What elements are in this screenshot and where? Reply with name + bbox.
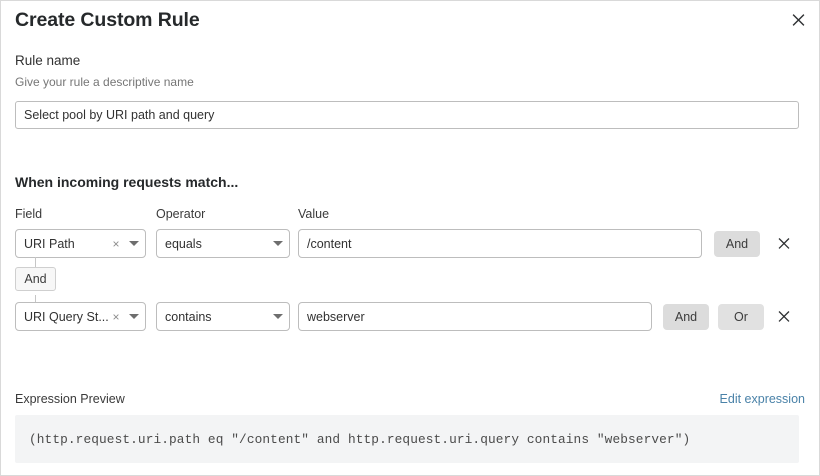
chevron-down-icon[interactable] — [123, 314, 145, 319]
match-section-heading: When incoming requests match... — [15, 174, 239, 190]
chevron-down-icon[interactable] — [123, 241, 145, 246]
rule-name-input[interactable] — [15, 101, 799, 129]
operator-select-2[interactable]: contains — [156, 302, 290, 331]
connector-and-chip[interactable]: And — [15, 267, 56, 291]
field-select-1-value: URI Path — [24, 236, 75, 251]
column-header-field: Field — [15, 207, 43, 221]
close-icon[interactable] — [787, 8, 809, 30]
operator-select-1-value: equals — [165, 236, 202, 251]
remove-condition-icon-1[interactable] — [773, 232, 795, 254]
condition-row: URI Path × equals And — [1, 229, 820, 259]
clear-icon[interactable]: × — [112, 309, 120, 324]
and-button-row-2[interactable]: And — [663, 304, 709, 330]
remove-condition-icon-2[interactable] — [773, 305, 795, 327]
dialog-title: Create Custom Rule — [15, 9, 200, 31]
field-select-2-value: URI Query St... — [24, 309, 109, 324]
column-header-value: Value — [298, 207, 330, 221]
field-select-1[interactable]: URI Path × — [15, 229, 146, 258]
expression-preview-box: (http.request.uri.path eq "/content" and… — [15, 415, 799, 463]
edit-expression-link[interactable]: Edit expression — [719, 392, 805, 406]
column-header-operator: Operator — [156, 207, 206, 221]
operator-select-1[interactable]: equals — [156, 229, 290, 258]
or-button-row-2[interactable]: Or — [718, 304, 764, 330]
value-input-2[interactable] — [298, 302, 652, 331]
expression-preview-label: Expression Preview — [15, 392, 125, 406]
chevron-down-icon[interactable] — [267, 314, 289, 319]
connector-line-bottom — [35, 295, 36, 305]
expression-preview-text: (http.request.uri.path eq "/content" and… — [29, 431, 691, 447]
chevron-down-icon[interactable] — [267, 241, 289, 246]
value-input-1[interactable] — [298, 229, 702, 258]
rule-name-label: Rule name — [15, 53, 81, 68]
connector-line-top — [35, 257, 36, 267]
and-button-row-1[interactable]: And — [714, 231, 760, 257]
condition-connector: And — [1, 257, 121, 305]
field-select-2[interactable]: URI Query St... × — [15, 302, 146, 331]
operator-select-2-value: contains — [165, 309, 212, 324]
rule-name-help-text: Give your rule a descriptive name — [15, 75, 194, 89]
condition-row: URI Query St... × contains And Or — [1, 302, 820, 332]
clear-icon[interactable]: × — [112, 236, 120, 251]
